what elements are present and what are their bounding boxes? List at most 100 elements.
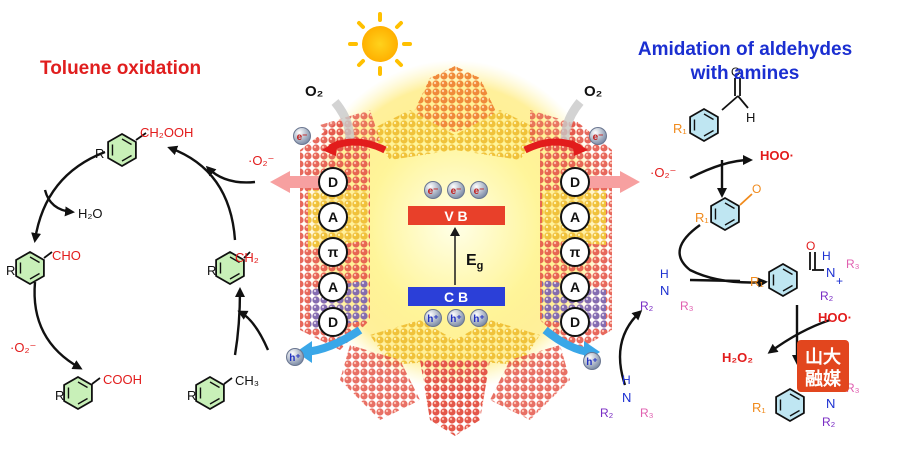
amine-in-arrow [689, 278, 741, 283]
stack-label-left-4: D [328, 314, 338, 330]
stack-label-left-0: D [328, 174, 338, 190]
amine-r3-1: R₃ [680, 299, 694, 313]
stack-label-left-2: π [328, 244, 339, 260]
amide-r3: R₃ [846, 257, 860, 271]
benzene-ring-aldehyde-right [689, 107, 719, 143]
amide-r2: R₂ [820, 289, 834, 303]
hole-label-2: h⁺ [473, 314, 484, 325]
benzene-ring-aldehyde [15, 250, 45, 286]
amine-h-1: H [660, 267, 669, 281]
stack-node-right-1 [560, 202, 590, 232]
amidation-title: Amidation of aldehydes with amines [600, 38, 890, 86]
o2-left-arrow [331, 99, 355, 141]
amide-plus: + [836, 274, 843, 288]
acyl-radical-group [739, 193, 753, 206]
aldehyde-label: CHO [52, 248, 81, 263]
acid-label: COOH [103, 372, 142, 387]
electron-sphere-2 [470, 181, 488, 199]
stack-label-right-0: D [570, 174, 580, 190]
cycle-arrow-2 [33, 281, 83, 370]
electron-sphere-3 [293, 127, 311, 145]
h2o2-out-arrow [767, 318, 831, 354]
benzene-ring-toluene [195, 375, 225, 411]
stack-label-right-1: A [570, 209, 580, 225]
hoo-radical-2: HOO· [818, 310, 852, 325]
amine-cycle-arrow [618, 309, 643, 386]
electron-label-0: e⁻ [428, 186, 439, 197]
toluene-arrow [237, 310, 270, 351]
conduction-band-label: C B [444, 289, 468, 305]
cycle-arrow-4 [167, 145, 237, 241]
electron-sphere-4 [589, 127, 607, 145]
electron-label-4: e⁻ [593, 132, 604, 143]
h2o2-label: H₂O₂ [722, 350, 753, 365]
superoxide-right: ·O₂⁻ [650, 165, 676, 180]
hydroperoxide-label: CH₂OOH [140, 125, 193, 140]
cycle-arrow-1 [31, 150, 106, 243]
watermark-line2: 融媒 [805, 368, 842, 389]
stack-label-right-2: π [570, 244, 581, 260]
amine-h-2: H [622, 373, 631, 387]
benzyl-radical-label: CH₂ [235, 250, 259, 265]
framework-bottom [370, 320, 540, 365]
stack-node-left-4 [318, 307, 348, 337]
r-label-1: R [95, 146, 104, 161]
benzene-ring-benzyl [215, 250, 245, 286]
amide-o: O [806, 239, 815, 253]
amidation-arrows [618, 155, 831, 386]
r-label-5: R [187, 388, 196, 403]
electron-label-3: e⁻ [297, 132, 308, 143]
hole-label-4: h⁺ [586, 357, 597, 368]
hole-sphere-4 [583, 352, 601, 370]
amide-n: N [826, 265, 835, 280]
electron-sphere-1 [447, 181, 465, 199]
amidation-title-line1: Amidation of aldehydes [637, 39, 853, 60]
r1-label-4: R₁ [752, 400, 766, 415]
amine-r2-1: R₂ [640, 299, 654, 313]
electron-label-2: e⁻ [474, 186, 485, 197]
cycle-arrow-3 [233, 287, 245, 356]
stack-node-right-4 [560, 307, 590, 337]
amine-n-1: N [660, 283, 669, 298]
methyl-label: CH₃ [235, 373, 259, 388]
stack-node-right-0 [560, 167, 590, 197]
electron-label-1: e⁻ [451, 186, 462, 197]
benzene-ring-hydroperoxide [107, 132, 137, 168]
hole-sphere-1 [447, 309, 465, 327]
bond-stub-3 [91, 377, 101, 385]
hoo-out-arrow [689, 155, 753, 180]
valence-band-bar [408, 206, 505, 225]
hole-sphere-3 [286, 348, 304, 366]
superoxide-left-2: ·O₂⁻ [10, 340, 36, 355]
hole-label-3: h⁺ [289, 353, 300, 364]
amine-r3-2: R₃ [640, 406, 654, 420]
stack-node-left-1 [318, 202, 348, 232]
amidation-title-line2: with amines [690, 63, 800, 84]
o2-in-arrow [205, 165, 256, 184]
electron-sphere-0 [424, 181, 442, 199]
amine-r2-2: R₂ [600, 406, 614, 420]
valence-band-label: V B [444, 208, 467, 224]
r-label-3: R [207, 263, 216, 278]
r1-label-1: R₁ [673, 121, 687, 136]
hole-sphere-0 [424, 309, 442, 327]
stack-label-right-4: D [570, 314, 580, 330]
stack-node-left-3 [318, 272, 348, 302]
o2-left-label: O₂ [305, 83, 323, 100]
stack-node-right-2 [560, 237, 590, 267]
toluene-cycle [31, 145, 270, 370]
final-n: N [826, 396, 835, 411]
superoxide-left-1: ·O₂⁻ [248, 153, 274, 168]
aldehyde-o: O [731, 65, 740, 79]
h2o-arrow [43, 189, 75, 217]
watermark-logo: 山大 融媒 [797, 340, 849, 392]
bond-stub-0 [135, 132, 147, 141]
cof-framework [300, 60, 612, 436]
stack-node-left-0 [318, 167, 348, 197]
r1-label-3: R₁ [750, 274, 764, 289]
benzene-ring-product [775, 387, 805, 423]
final-r3: R₃ [846, 381, 860, 395]
stack-node-right-3 [560, 272, 590, 302]
acyl-o: O [752, 182, 761, 196]
